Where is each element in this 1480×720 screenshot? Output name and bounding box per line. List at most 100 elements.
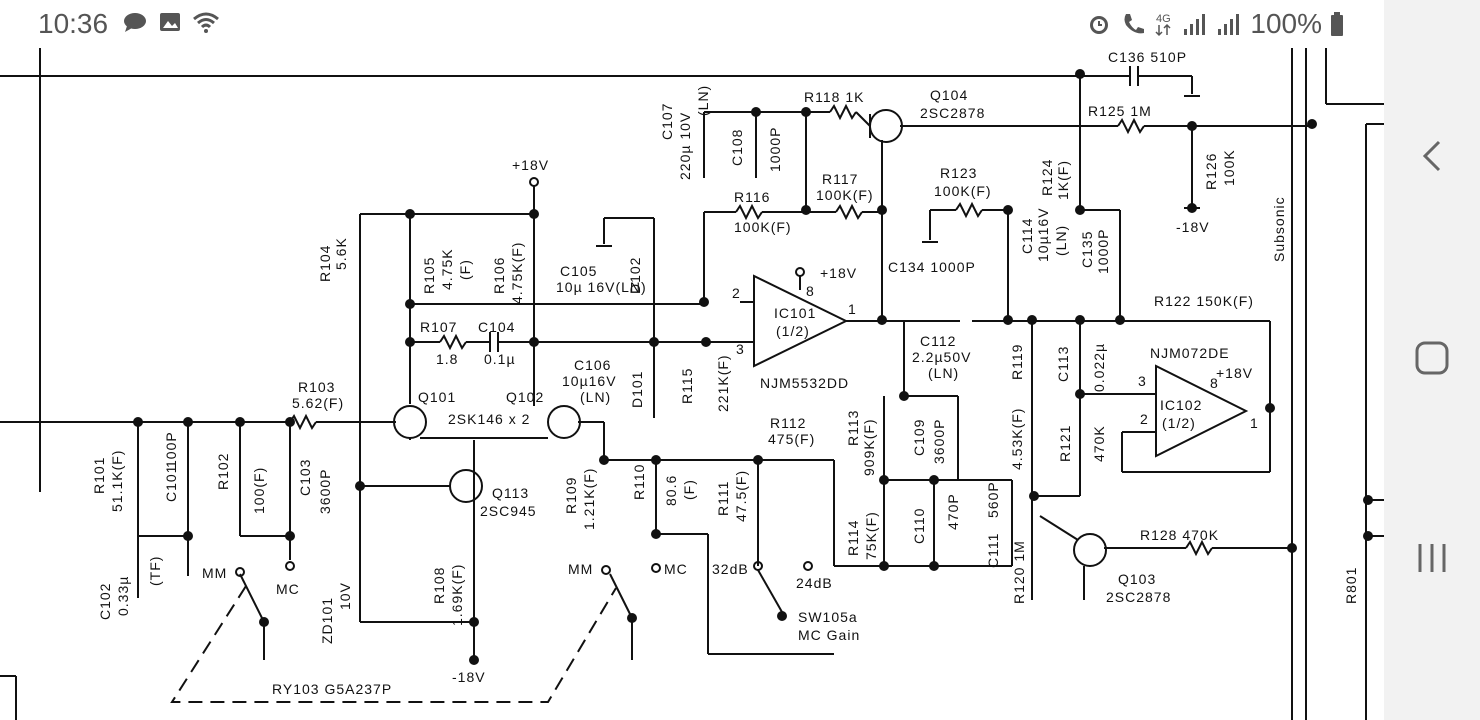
home-square-icon	[1415, 341, 1449, 375]
label-r110-val: 80.6	[663, 475, 679, 506]
label-r105-f: (F)	[457, 259, 473, 280]
label-pin8-a: 8	[806, 283, 815, 299]
label-c114-ln: (LN)	[1053, 225, 1069, 256]
label-r114: R114	[845, 520, 861, 556]
label-r108-val: 1.69K(F)	[449, 564, 465, 626]
relay-dashed-link	[170, 585, 617, 703]
schematic-diagram[interactable]: C136 510P Q104 2SC2878 R118 1K R125 1M C…	[0, 48, 1384, 720]
label-c114-val: 10µ16V	[1035, 207, 1051, 262]
label-c112-val: 2.2µ50V	[912, 349, 971, 365]
label-r103: R103	[298, 379, 335, 395]
label-r102: R102	[215, 453, 231, 490]
label-pin2-a: 2	[732, 285, 741, 301]
label-c102-tf: (TF)	[147, 556, 163, 586]
label-c136: C136 510P	[1108, 49, 1187, 65]
label-r110-f: (F)	[681, 479, 697, 500]
label-c110-val: 470P	[945, 493, 961, 530]
label-r105-val: 4.75K	[439, 248, 455, 290]
label-q103: Q103	[1118, 571, 1156, 587]
call-icon	[1124, 14, 1145, 34]
label-ic101-half: (1/2)	[776, 323, 810, 339]
label-pin3-b: 3	[1138, 373, 1147, 389]
frame-lines	[0, 48, 1384, 720]
input-stage	[0, 177, 834, 660]
battery-icon	[1331, 12, 1343, 36]
home-button[interactable]	[1384, 318, 1480, 398]
label-c107: C107	[659, 103, 675, 140]
label-r126-val: 100K	[1221, 149, 1237, 186]
label-c104: C104	[478, 319, 515, 335]
label-mm-b: MM	[568, 561, 593, 577]
signal-icon	[1184, 14, 1206, 35]
label-ry103: RY103 G5A237P	[272, 681, 392, 697]
label-d102: D102	[627, 257, 643, 294]
label-c101: C101	[163, 465, 179, 502]
label-ic101: IC101	[774, 305, 816, 321]
label-r104-val: 5.6K	[333, 237, 349, 270]
label-r101: R101	[91, 457, 107, 494]
label-c106-ln: (LN)	[580, 389, 611, 405]
top-rail	[1079, 66, 1200, 210]
label-c102: C102	[97, 583, 113, 620]
alarm-icon	[1090, 16, 1109, 34]
label-c107-ln: (LN)	[695, 85, 711, 116]
label-pos18-b: +18V	[820, 265, 857, 281]
status-bar: 10:36 4G 100%	[0, 0, 1384, 48]
label-r126: R126	[1203, 153, 1219, 190]
label-r111: R111	[715, 481, 731, 516]
back-button[interactable]	[1384, 116, 1480, 196]
input-filter	[137, 422, 633, 660]
gain-network	[655, 321, 1013, 655]
label-c113: C113	[1055, 346, 1071, 382]
label-q103-part: 2SC2878	[1106, 589, 1171, 605]
label-24db: 24dB	[796, 575, 833, 591]
label-r121: R121	[1057, 425, 1073, 462]
label-r101-val: 51.1K(F)	[109, 450, 125, 512]
label-r107-val: 1.8	[436, 351, 458, 367]
4g-icon: 4G	[1155, 13, 1171, 37]
label-r118: R118 1K	[804, 89, 864, 105]
label-r107: R107	[420, 319, 457, 335]
back-chevron-icon	[1422, 140, 1441, 172]
svg-text:4G: 4G	[1156, 13, 1171, 25]
label-c103-val: 3600P	[317, 469, 333, 514]
label-r108: R108	[431, 567, 447, 604]
chat-bubble-icon	[124, 13, 146, 32]
label-c102-val: 0.33µ	[115, 576, 131, 616]
label-r121-val: 470K	[1091, 425, 1107, 462]
label-r124-val: 1K(F)	[1055, 160, 1071, 200]
schematic-viewer[interactable]: C136 510P Q104 2SC2878 R118 1K R125 1M C…	[0, 48, 1384, 720]
recent-apps-button[interactable]	[1384, 518, 1480, 598]
label-r110: R110	[631, 464, 647, 500]
status-time: 10:36	[38, 8, 109, 39]
label-r122: R122 150K(F)	[1154, 293, 1254, 309]
recent-apps-icon	[1418, 544, 1446, 572]
label-c112: C112	[920, 333, 956, 349]
label-c105-val: 10µ 16V(LN)	[556, 279, 647, 295]
label-c108-val: 1000P	[767, 127, 783, 172]
label-c103: C103	[297, 459, 313, 496]
label-pos18-a: +18V	[512, 157, 549, 173]
label-r125: R125 1M	[1088, 103, 1152, 119]
label-pin2-b: 2	[1140, 411, 1149, 427]
label-q113-part: 2SC945	[480, 503, 537, 519]
signal-icon-2	[1218, 14, 1240, 35]
label-q113: Q113	[492, 485, 529, 501]
label-r114-val: 75K(F)	[863, 511, 879, 560]
ic102-symbol	[1031, 321, 1292, 600]
label-subsonic: Subsonic	[1271, 196, 1287, 262]
label-c105: C105	[560, 263, 597, 279]
label-r115-val: 221K(F)	[715, 354, 731, 412]
label-r106: R106	[491, 257, 507, 294]
label-c104-val: 0.1µ	[484, 351, 516, 367]
label-r113: R113	[845, 410, 861, 446]
feedback-network	[703, 201, 1121, 320]
label-r116-val: 100K(F)	[734, 219, 792, 235]
label-c110: C110	[911, 508, 927, 544]
label-q104: Q104	[930, 87, 968, 103]
label-r113-val: 909K(F)	[861, 418, 877, 476]
label-c135: C135	[1079, 231, 1095, 268]
label-q102: Q102	[506, 389, 544, 405]
label-32db: 32dB	[712, 561, 749, 577]
label-r120: R120 1M	[1011, 540, 1027, 604]
